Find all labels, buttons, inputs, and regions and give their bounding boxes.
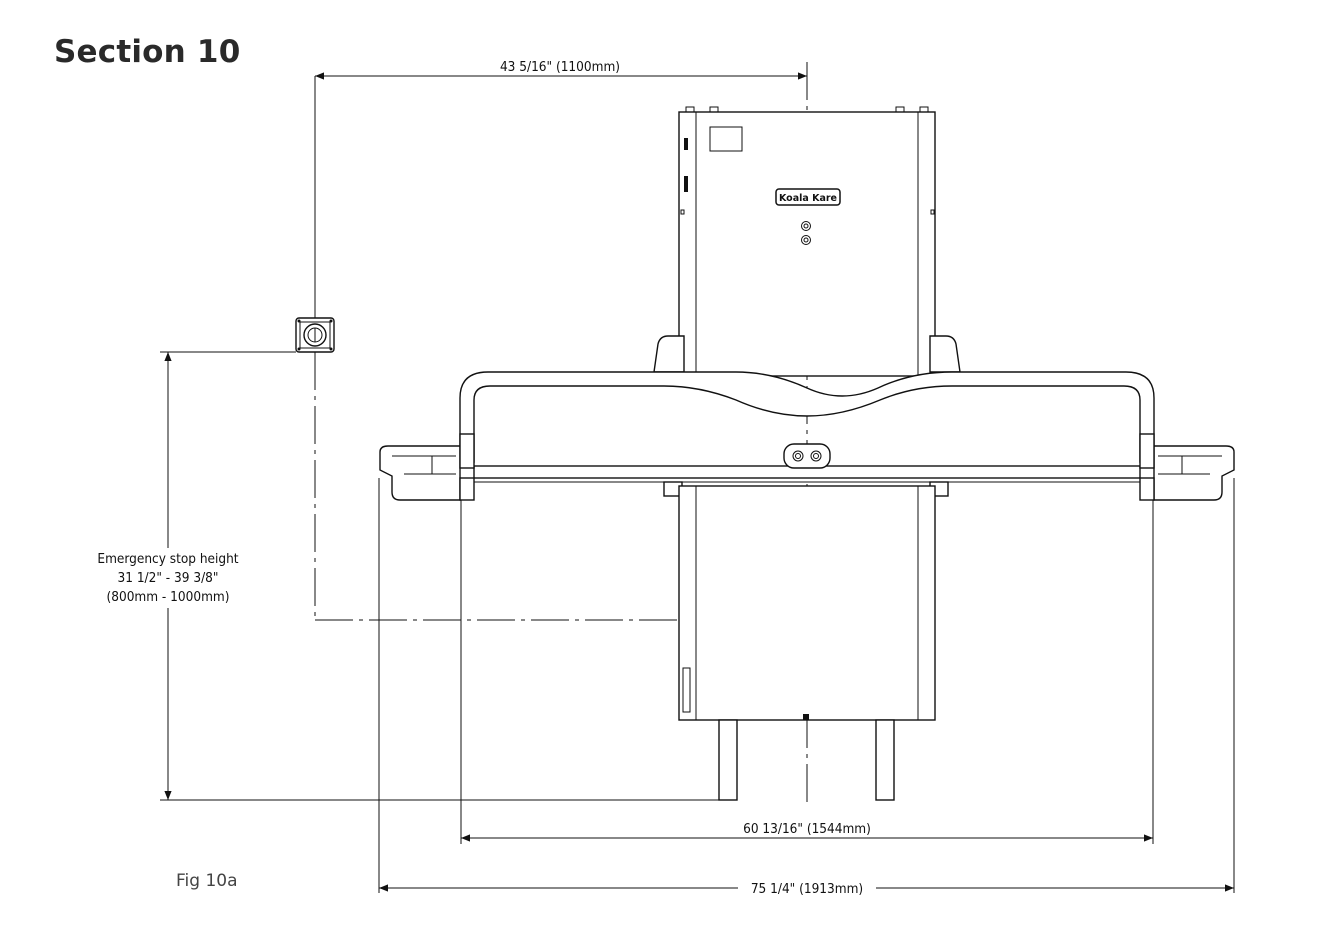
dimension-label-estop-offset: 43 5/16" (1100mm) — [500, 59, 620, 75]
estop-height-label-1: Emergency stop height — [97, 551, 238, 567]
dimension-estop-height: Emergency stop height 31 1/2" - 39 3/8" … — [97, 351, 719, 801]
dimension-overall-width: 75 1/4" (1913mm) — [378, 478, 1235, 897]
page-title: Section 10 — [54, 34, 241, 70]
estop-height-label-3: (800mm - 1000mm) — [107, 589, 230, 605]
lower-cabinet — [678, 485, 936, 801]
dimension-estop-offset: 43 5/16" (1100mm) — [315, 59, 807, 80]
brand-logo-text: Koala Kare — [779, 193, 837, 204]
dimension-table-width: 60 13/16" (1544mm) — [460, 500, 1154, 844]
estop-height-label-2: 31 1/2" - 39 3/8" — [118, 570, 219, 586]
dimension-label-table-width: 60 13/16" (1544mm) — [743, 821, 871, 837]
upper-cabinet: Koala Kare — [653, 106, 961, 377]
changing-table — [379, 371, 1235, 501]
emergency-stop-icon — [295, 317, 335, 353]
brand-logo — [775, 188, 841, 206]
dimension-label-overall-width: 75 1/4" (1913mm) — [751, 881, 863, 897]
figure-caption: Fig 10a — [176, 871, 238, 891]
